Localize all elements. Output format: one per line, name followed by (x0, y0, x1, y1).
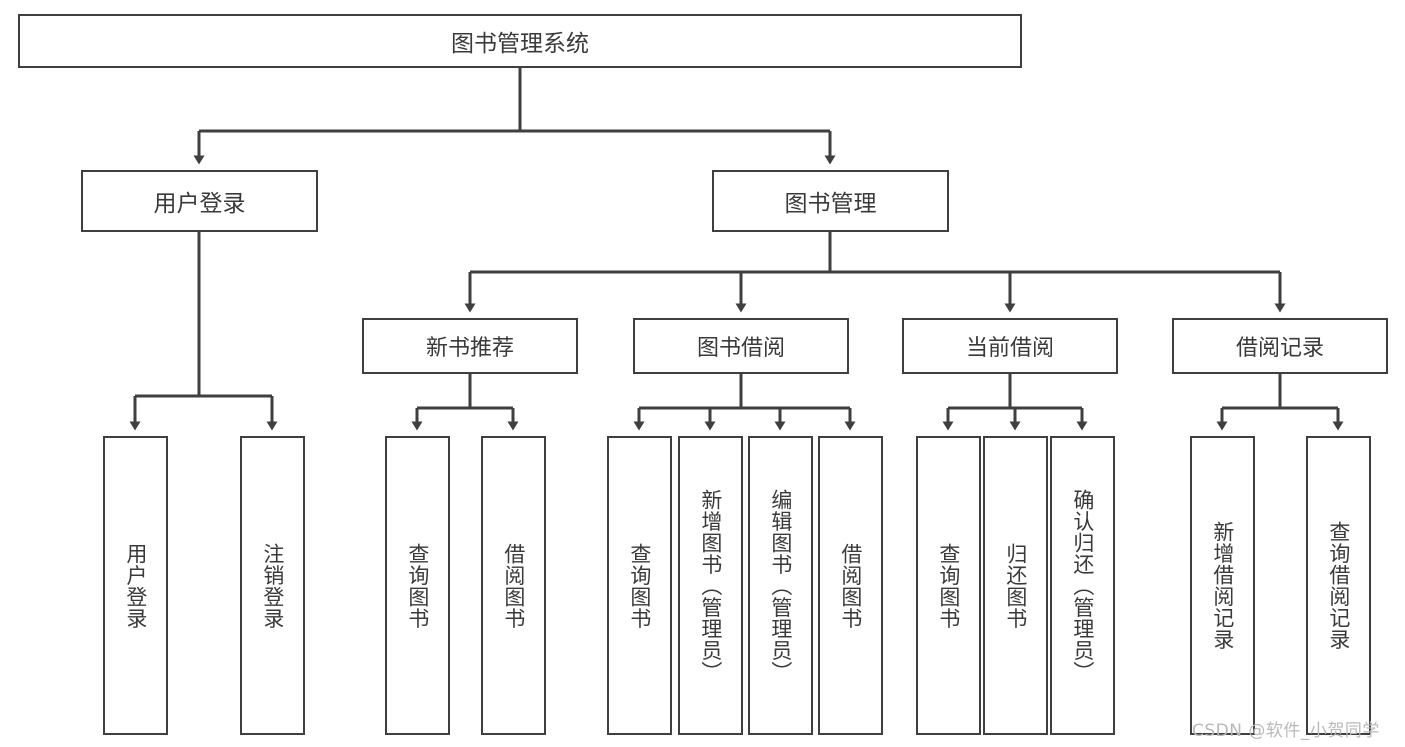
node-leaf-return-book-label: 归还图书 (1003, 542, 1028, 629)
node-borrow-record[interactable]: 借阅记录 (1172, 318, 1388, 374)
node-root-label: 图书管理系统 (451, 31, 589, 57)
node-leaf-confirm-return-label: 确认归还（管理员） (1070, 488, 1095, 683)
node-leaf-user-login[interactable]: 用户登录 (103, 436, 168, 735)
node-leaf-borrow-book-1[interactable]: 借阅图书 (481, 436, 546, 735)
node-root[interactable]: 图书管理系统 (18, 14, 1022, 68)
node-leaf-edit-book-label: 编辑图书（管理员） (768, 488, 793, 683)
node-new-book-recommend-label: 新书推荐 (425, 336, 514, 361)
node-leaf-query-book-2[interactable]: 查询图书 (607, 436, 672, 735)
node-leaf-logout-login-label: 注销登录 (260, 542, 285, 629)
node-leaf-query-book-1[interactable]: 查询图书 (385, 436, 450, 735)
node-leaf-return-book[interactable]: 归还图书 (983, 436, 1048, 735)
node-book-borrow[interactable]: 图书借阅 (633, 318, 849, 374)
node-leaf-borrow-book-2-label: 借阅图书 (838, 542, 863, 629)
node-leaf-logout-login[interactable]: 注销登录 (240, 436, 305, 735)
node-book-borrow-label: 图书借阅 (696, 336, 785, 361)
node-leaf-edit-book[interactable]: 编辑图书（管理员） (748, 436, 813, 735)
node-leaf-query-book-2-label: 查询图书 (627, 542, 652, 629)
node-book-management-label: 图书管理 (784, 191, 877, 217)
node-user-login-label: 用户登录 (153, 191, 246, 217)
node-current-borrow-label: 当前借阅 (965, 336, 1054, 361)
node-user-login[interactable]: 用户登录 (81, 170, 318, 232)
node-leaf-add-book[interactable]: 新增图书（管理员） (678, 436, 743, 735)
node-book-management[interactable]: 图书管理 (712, 170, 949, 232)
node-leaf-query-book-3[interactable]: 查询图书 (916, 436, 981, 735)
node-leaf-add-book-label: 新增图书（管理员） (698, 488, 723, 683)
csdn-watermark: CSDN @软件_小贺同学 (1192, 721, 1380, 741)
node-leaf-query-record[interactable]: 查询借阅记录 (1306, 436, 1371, 735)
node-leaf-query-book-1-label: 查询图书 (405, 542, 430, 629)
node-leaf-add-record[interactable]: 新增借阅记录 (1190, 436, 1255, 735)
node-leaf-add-record-label: 新增借阅记录 (1210, 521, 1235, 650)
node-leaf-query-book-3-label: 查询图书 (936, 542, 961, 629)
node-leaf-user-login-label: 用户登录 (123, 542, 148, 629)
node-leaf-confirm-return[interactable]: 确认归还（管理员） (1050, 436, 1115, 735)
node-new-book-recommend[interactable]: 新书推荐 (362, 318, 578, 374)
node-current-borrow[interactable]: 当前借阅 (902, 318, 1118, 374)
node-leaf-query-record-label: 查询借阅记录 (1326, 521, 1351, 650)
node-leaf-borrow-book-1-label: 借阅图书 (501, 542, 526, 629)
node-borrow-record-label: 借阅记录 (1235, 336, 1324, 361)
node-leaf-borrow-book-2[interactable]: 借阅图书 (818, 436, 883, 735)
